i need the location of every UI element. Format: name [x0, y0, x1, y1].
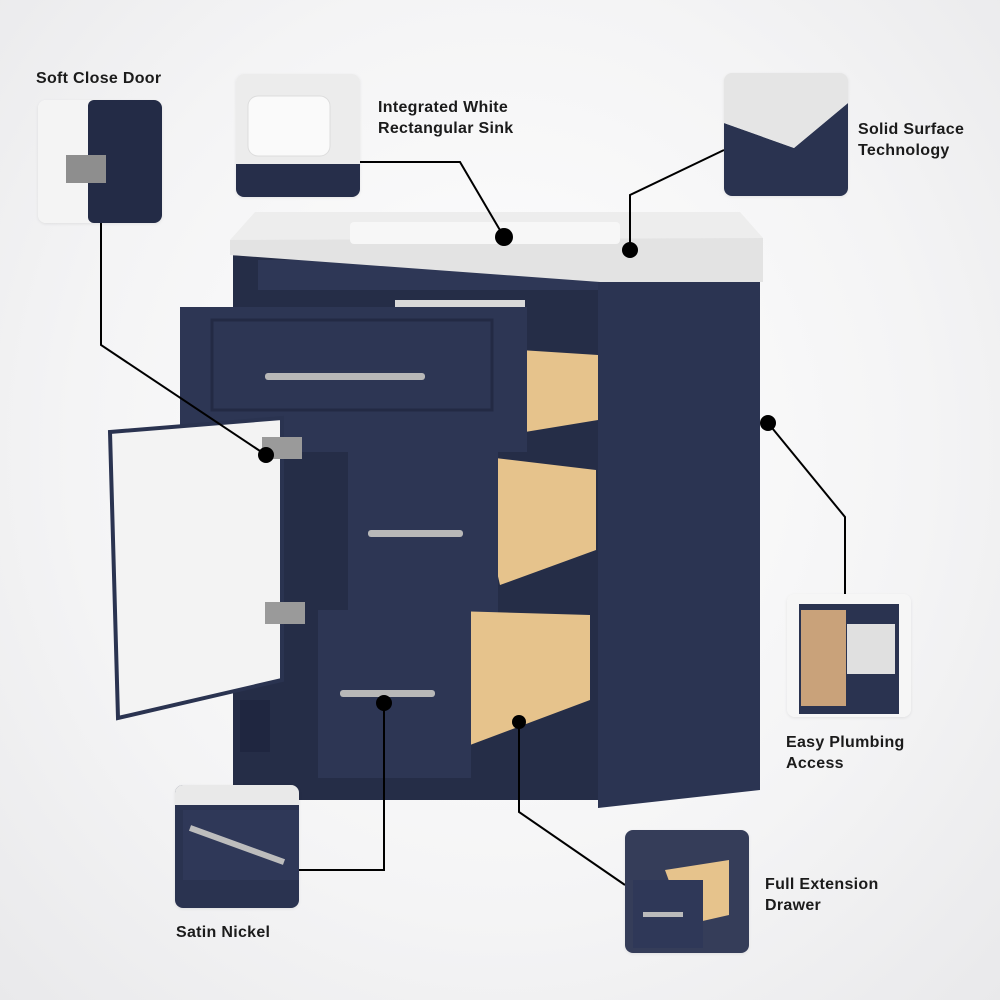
top-drawer	[180, 307, 598, 452]
callout-dots	[258, 228, 776, 729]
middle-drawer	[348, 450, 596, 613]
full-extension-thumbnail	[625, 830, 749, 953]
bottom-drawer	[318, 610, 590, 778]
label-satin-nickel: Satin Nickel	[176, 924, 271, 941]
satin-nickel-thumbnail	[175, 785, 299, 908]
solid-surface-thumbnail	[724, 73, 848, 196]
plumbing-thumbnail	[787, 594, 911, 717]
soft-close-door-thumbnail	[38, 100, 162, 223]
sink-thumbnail	[236, 74, 360, 197]
open-door	[107, 415, 305, 721]
callout-lines	[100, 149, 846, 886]
label-soft-close-door: Soft Close Door	[36, 70, 162, 87]
